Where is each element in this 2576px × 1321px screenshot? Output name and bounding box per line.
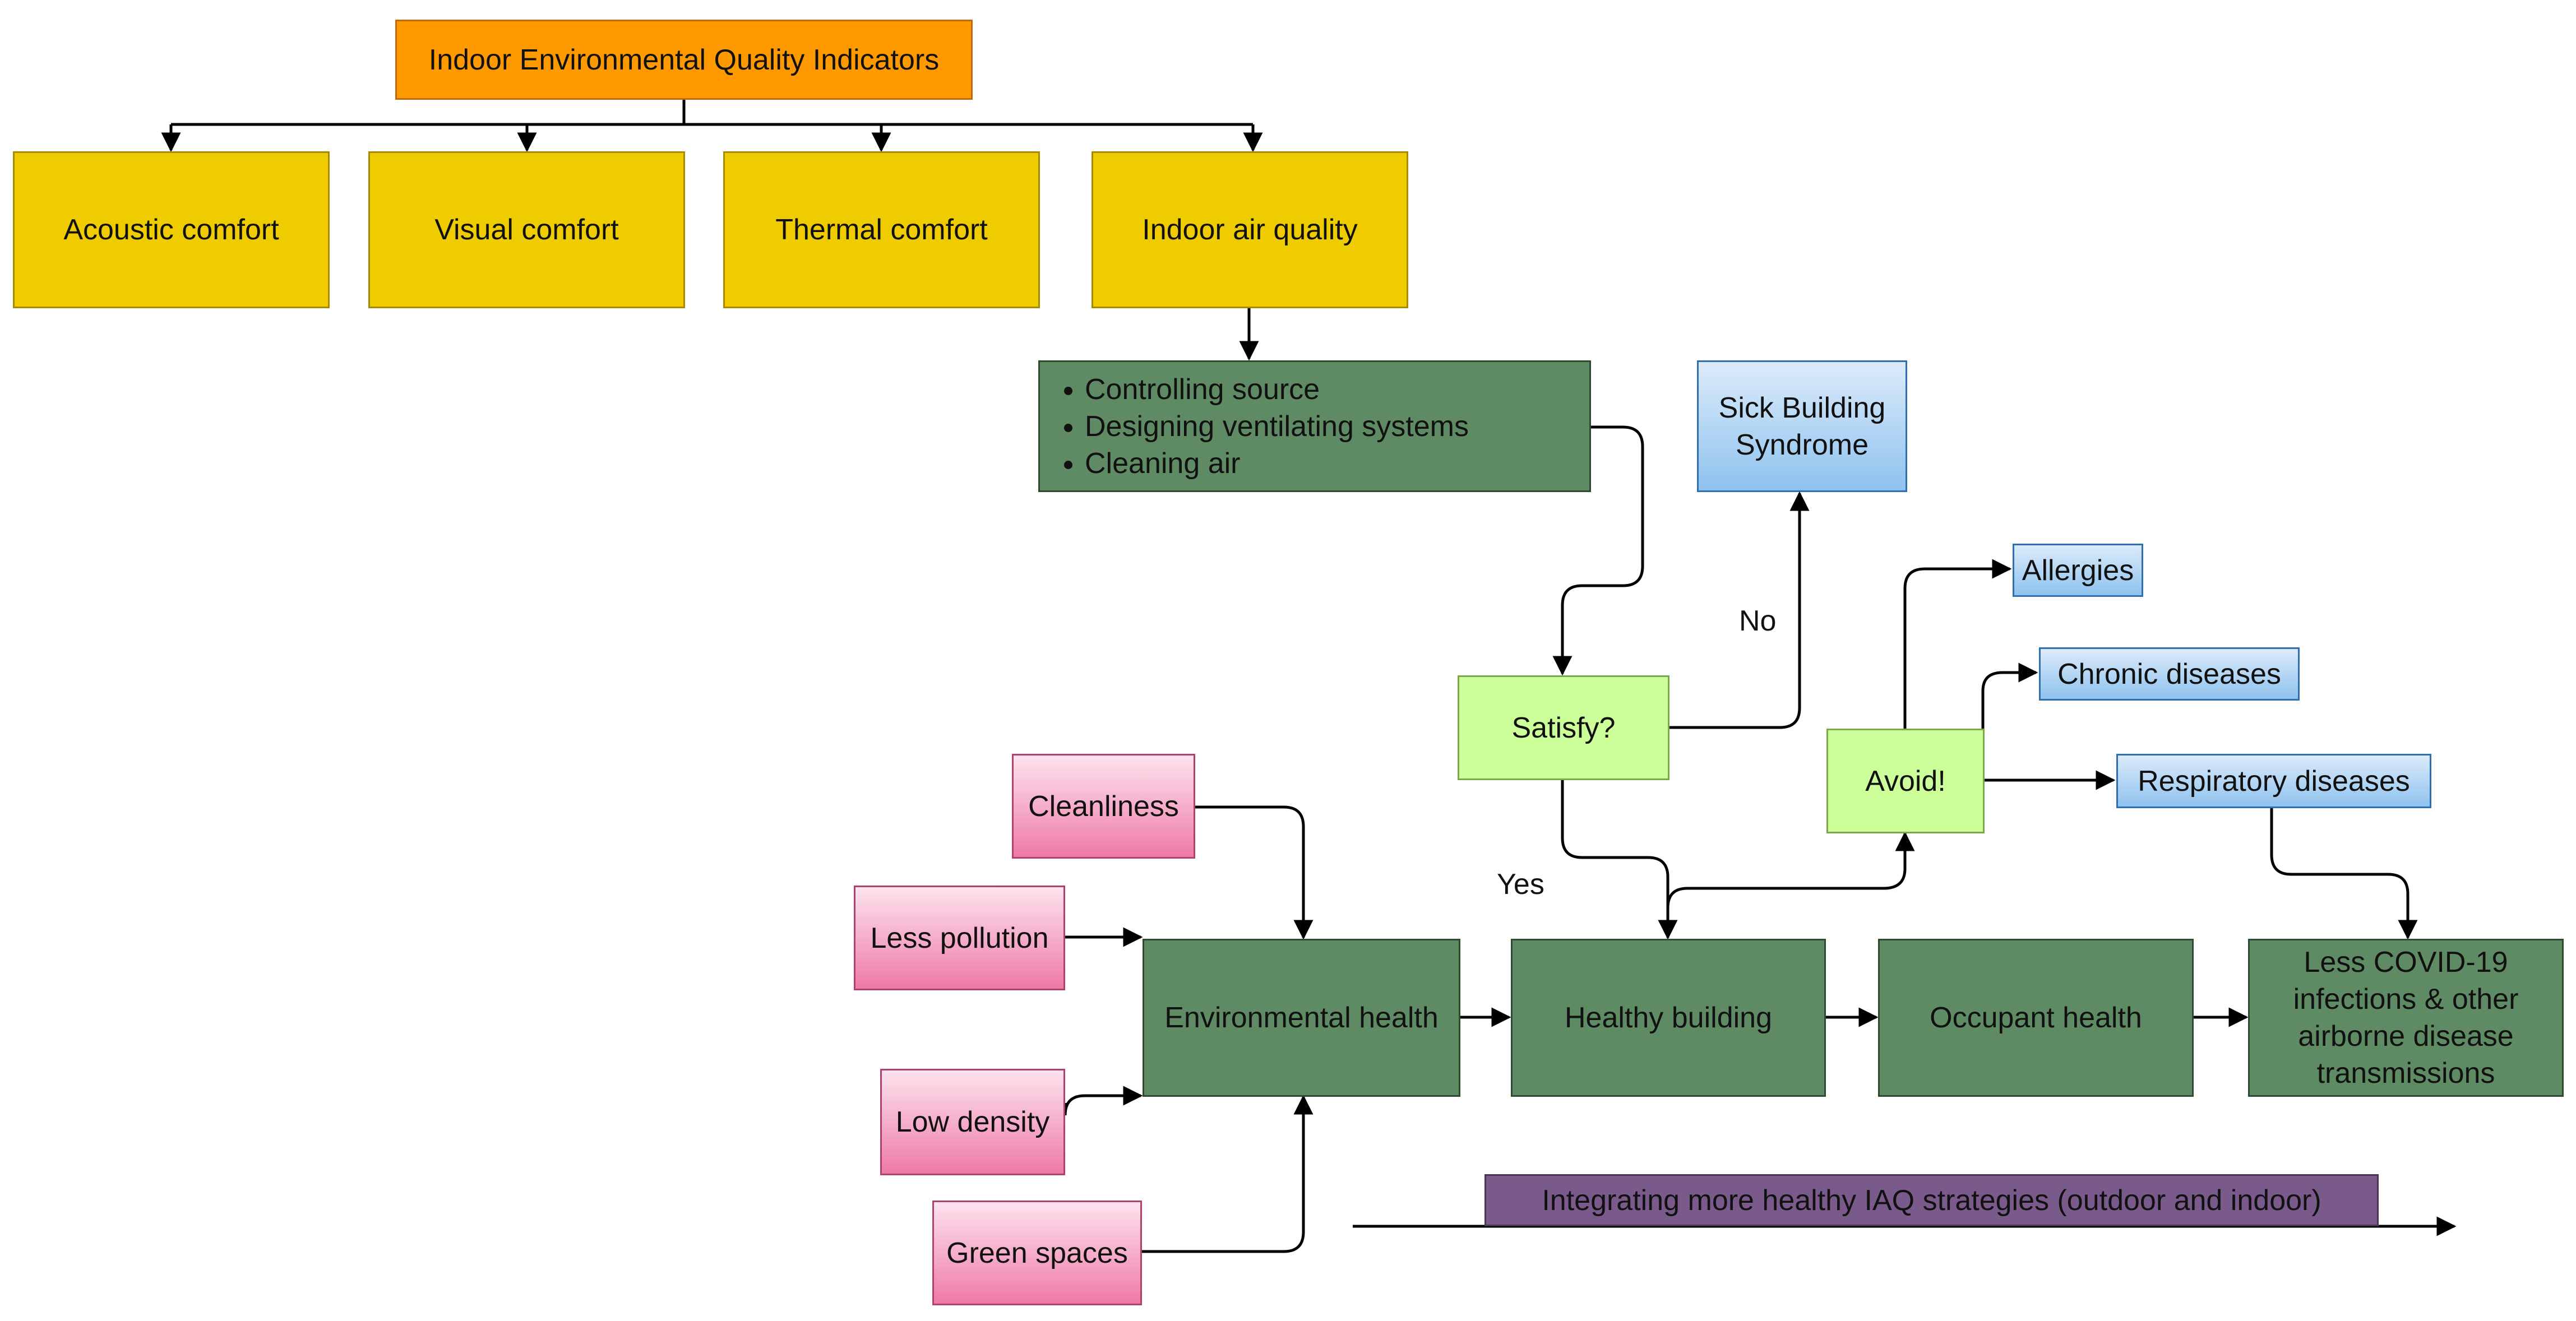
edge-cleanliness-to-env [1195, 805, 1314, 940]
node-less-covid: Less COVID-19 infections & other airborn… [2248, 939, 2564, 1097]
edge-label-yes: Yes [1497, 868, 1544, 901]
node-environmental-health: Environmental health [1143, 939, 1460, 1097]
strategies-list: Controlling source Designing ventilating… [1040, 371, 1469, 482]
node-avoid: Avoid! [1826, 729, 1985, 833]
edge-avoid-to-allergies [1903, 559, 2012, 729]
node-chronic-diseases: Chronic diseases [2039, 647, 2300, 701]
edge-strategies-to-satisfy [1552, 425, 1644, 676]
node-occupant-health: Occupant health [1878, 939, 2194, 1097]
node-thermal-comfort: Thermal comfort [723, 151, 1040, 308]
node-allergies: Allergies [2013, 544, 2143, 597]
edge-density-to-env [1063, 1086, 1143, 1116]
node-satisfy: Satisfy? [1458, 675, 1669, 780]
edge-respiratory-to-covid [2270, 808, 2418, 940]
node-sick-building-syndrome: Sick Building Syndrome [1697, 360, 1907, 492]
node-healthy-building: Healthy building [1511, 939, 1826, 1097]
node-respiratory-diseases: Respiratory diseases [2116, 754, 2431, 808]
node-acoustic-comfort: Acoustic comfort [13, 151, 330, 308]
edge-healthy-to-avoid [1666, 831, 1915, 909]
node-visual-comfort: Visual comfort [368, 151, 685, 308]
edge-green-to-env [1142, 1095, 1314, 1253]
node-ieq-indicators: Indoor Environmental Quality Indicators [395, 20, 973, 100]
node-green-spaces: Green spaces [932, 1201, 1142, 1305]
node-integrating-iaq-strategies: Integrating more healthy IAQ strategies … [1484, 1174, 2379, 1226]
node-cleanliness: Cleanliness [1012, 754, 1195, 859]
strategy-item: Controlling source [1085, 371, 1469, 408]
node-indoor-air-quality: Indoor air quality [1092, 151, 1408, 308]
edge-label-no: No [1739, 605, 1777, 637]
strategy-item: Designing ventilating systems [1085, 408, 1469, 445]
node-iaq-strategies: Controlling source Designing ventilating… [1038, 360, 1591, 492]
node-low-density: Low density [880, 1069, 1065, 1175]
edge-avoid-to-chronic [1981, 662, 2038, 745]
strategy-item: Cleaning air [1085, 445, 1469, 482]
edge-satisfy-yes-to-healthy [1561, 780, 1678, 940]
node-less-pollution: Less pollution [854, 886, 1065, 990]
edge-satisfy-no-to-sbs [1669, 491, 1810, 729]
